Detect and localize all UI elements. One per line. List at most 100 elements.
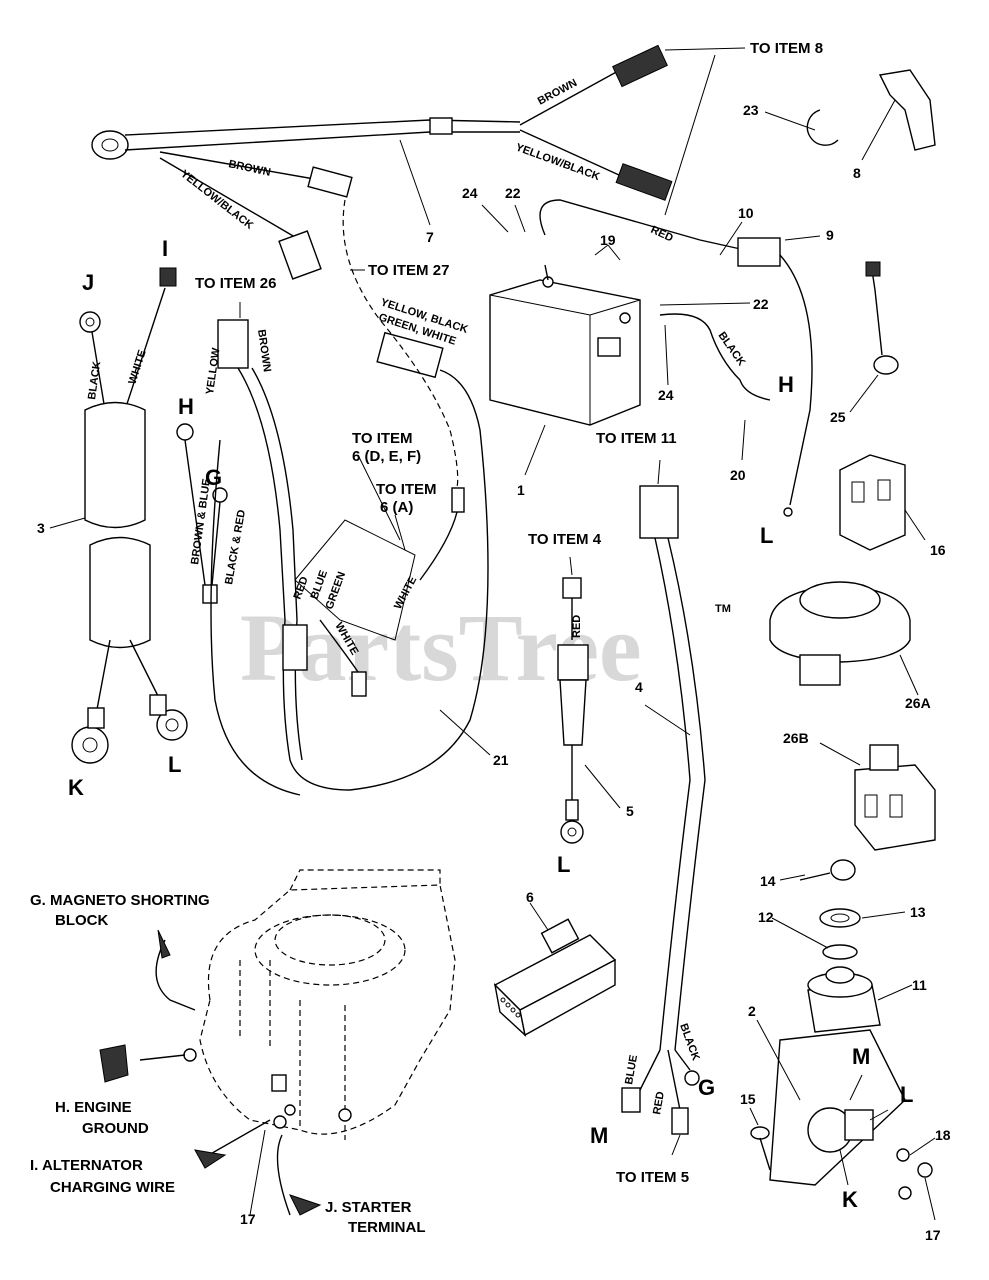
- switch-item-26a: [769, 581, 911, 686]
- wire-label-yellow: YELLOW: [204, 347, 223, 396]
- letter-m-switch: M: [852, 1044, 870, 1069]
- callout-to-item-26: TO ITEM 26: [195, 275, 276, 292]
- part-number-11: 11: [912, 977, 927, 993]
- callout-to-item-6a-2: 6 (A): [380, 499, 413, 516]
- callout-to-item-8: TO ITEM 8: [750, 40, 823, 57]
- label-starter-2: TERMINAL: [348, 1219, 426, 1236]
- label-alternator-1: I. ALTERNATOR: [30, 1157, 143, 1174]
- part-number-19: 19: [600, 232, 616, 248]
- engine-sketch: [183, 869, 456, 1140]
- letter-k-left: K: [68, 775, 84, 800]
- part-number-3: 3: [37, 520, 45, 536]
- part-number-26b: 26B: [783, 730, 809, 746]
- letter-h-left: H: [178, 394, 194, 419]
- wire-label-red-4: RED: [651, 1091, 667, 1116]
- wire-label-brown-top: BROWN: [536, 77, 579, 108]
- part-number-21: 21: [493, 752, 509, 768]
- part-number-5: 5: [626, 803, 634, 819]
- part-number-15: 15: [740, 1091, 756, 1107]
- harness-item-21: [210, 319, 489, 796]
- label-engine-ground-1: H. ENGINE: [55, 1099, 132, 1116]
- harness-item-4: [621, 485, 706, 1135]
- part-number-13: 13: [910, 904, 926, 920]
- part-number-17-switch: 17: [925, 1227, 941, 1243]
- fuse-item-5: [557, 577, 589, 844]
- part-number-23: 23: [743, 102, 759, 118]
- callout-to-item-6a-1: TO ITEM: [376, 481, 437, 498]
- part-number-26a: 26A: [905, 695, 931, 711]
- letter-k-switch: K: [842, 1187, 858, 1212]
- connector-item-25: [865, 261, 899, 375]
- wire-label-red-5: RED: [571, 615, 583, 638]
- switch-item-26b: [854, 744, 936, 851]
- part-number-25: 25: [830, 409, 846, 425]
- wire-label-yellow-black-left: YELLOW/BLACK: [178, 168, 255, 232]
- wire-label-black-battery: BLACK: [716, 330, 748, 368]
- switch-item-16: [839, 454, 906, 551]
- part-number-22-right: 22: [753, 296, 769, 312]
- connector-item-6: [493, 918, 617, 1037]
- part-number-18: 18: [935, 1127, 951, 1143]
- part-number-1: 1: [517, 482, 525, 498]
- part-number-10: 10: [738, 205, 754, 221]
- callout-to-item-11: TO ITEM 11: [596, 430, 677, 447]
- letter-l-switch: L: [900, 1082, 913, 1107]
- part-number-17-engine: 17: [240, 1211, 256, 1227]
- letter-g-left: G: [205, 465, 222, 490]
- part-number-6: 6: [526, 889, 534, 905]
- letter-l-solenoid: L: [760, 523, 773, 548]
- harness-item-3: [71, 267, 188, 764]
- callout-to-item-6def-1: TO ITEM: [352, 430, 413, 447]
- bracket-item-8: [878, 69, 936, 151]
- wire-label-red-battery: RED: [649, 224, 675, 245]
- clip-item-23: [806, 109, 839, 146]
- part-number-4: 4: [635, 679, 643, 695]
- letter-l-left: L: [168, 752, 181, 777]
- wire-label-brown-21: BROWN: [255, 329, 273, 373]
- battery-item-1: [489, 276, 641, 426]
- part-number-24-top: 24: [462, 185, 478, 201]
- harness-item-7: [91, 44, 673, 280]
- callout-to-item-4: TO ITEM 4: [528, 531, 602, 548]
- plate-item-2: [769, 1029, 906, 1186]
- wire-label-black-red: BLACK & RED: [223, 509, 248, 586]
- letter-m-harness4: M: [590, 1123, 608, 1148]
- ignition-switch-item-11: [807, 966, 881, 1033]
- label-magneto-shorting-1: G. MAGNETO SHORTING: [30, 892, 210, 909]
- letter-l-fuse: L: [557, 852, 570, 877]
- label-engine-ground-2: GROUND: [82, 1120, 149, 1137]
- wire-label-blue-4: BLUE: [623, 1054, 640, 1086]
- wire-label-brown-left: BROWN: [227, 158, 271, 179]
- ground-wires: [176, 423, 228, 604]
- part-number-14: 14: [760, 873, 776, 889]
- part-number-7: 7: [426, 229, 434, 245]
- watermark-tm: TM: [715, 603, 731, 615]
- label-magneto-shorting-2: BLOCK: [55, 912, 108, 929]
- wire-label-black-4: BLACK: [677, 1022, 701, 1062]
- letter-i: I: [162, 236, 168, 261]
- solenoid-item-9: [737, 237, 813, 517]
- nut-item-18: [896, 1148, 933, 1200]
- letter-h-right: H: [778, 372, 794, 397]
- callout-to-item-6def-2: 6 (D, E, F): [352, 448, 421, 465]
- callout-to-item-27: TO ITEM 27: [368, 262, 449, 279]
- wire-label-black-3: BLACK: [86, 361, 103, 401]
- letter-g-harness4: G: [698, 1075, 715, 1100]
- part-number-2: 2: [748, 1003, 756, 1019]
- letter-j: J: [82, 270, 94, 295]
- wire-label-white-3: WHITE: [126, 349, 148, 386]
- washer-item-12: [822, 944, 858, 960]
- part-number-22-top: 22: [505, 185, 521, 201]
- label-starter-1: J. STARTER: [325, 1199, 412, 1216]
- callout-to-item-5: TO ITEM 5: [616, 1169, 689, 1186]
- part-number-12: 12: [758, 909, 774, 925]
- part-number-16: 16: [930, 542, 946, 558]
- part-number-24-right: 24: [658, 387, 674, 403]
- part-number-20: 20: [730, 467, 746, 483]
- key-item-14: [799, 859, 856, 881]
- screw-item-15: [750, 1126, 771, 1171]
- nut-item-13: [819, 908, 861, 928]
- label-alternator-2: CHARGING WIRE: [50, 1179, 175, 1196]
- part-number-9: 9: [826, 227, 834, 243]
